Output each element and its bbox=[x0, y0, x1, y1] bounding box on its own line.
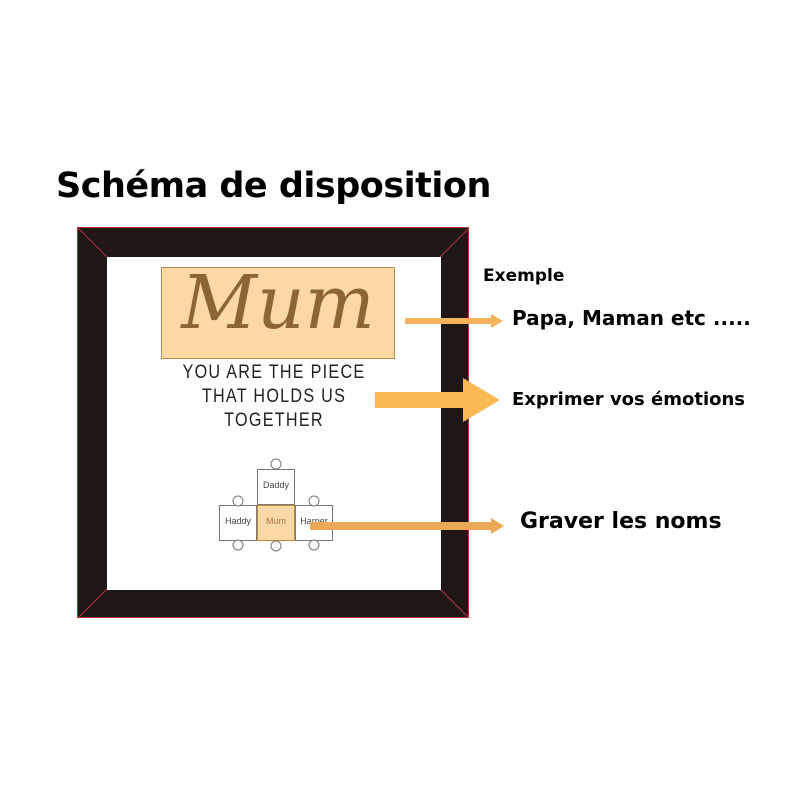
emotions-label: Exprimer vos émotions bbox=[512, 389, 746, 410]
puzzle-piece-top: Daddy bbox=[257, 469, 295, 505]
picture-frame: Mum YOU ARE THE PIECE THAT HOLDS US TOGE… bbox=[77, 227, 470, 619]
example-heading: Exemple bbox=[483, 266, 565, 286]
engrave-label: Graver les noms bbox=[520, 509, 722, 534]
puzzle-piece-center: Mum bbox=[257, 505, 295, 541]
puzzle-group: Daddy Haddy Mum Harper bbox=[215, 457, 335, 567]
arrow-names-example bbox=[405, 314, 503, 328]
arrow-emotions bbox=[375, 378, 500, 422]
arrow-engrave bbox=[310, 518, 504, 534]
headline-panel: Mum bbox=[161, 260, 395, 359]
puzzle-knobs bbox=[232, 458, 320, 552]
page-title: Schéma de disposition bbox=[56, 166, 491, 206]
headline-text: Mum bbox=[181, 260, 375, 346]
names-example-label: Papa, Maman etc ..... bbox=[512, 306, 751, 330]
quote-line: YOU ARE THE PIECE bbox=[182, 362, 366, 383]
quote-line: THAT HOLDS US bbox=[201, 386, 347, 407]
frame-inner-panel: Mum YOU ARE THE PIECE THAT HOLDS US TOGE… bbox=[107, 257, 441, 590]
frame-miter-lines bbox=[78, 228, 470, 619]
quote-line: TOGETHER bbox=[224, 410, 324, 431]
